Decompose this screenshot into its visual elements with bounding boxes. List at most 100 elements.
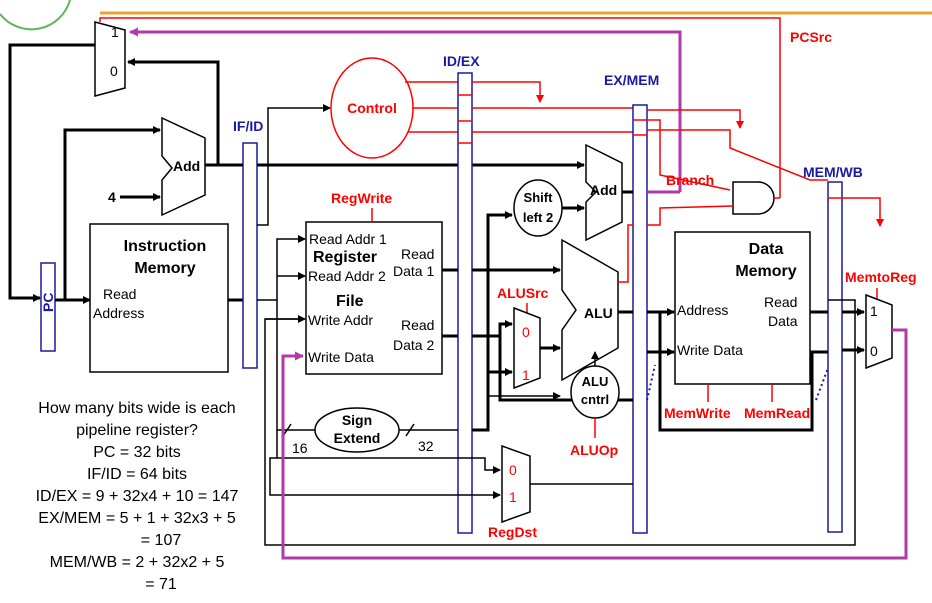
bus-16-label: 16 — [292, 440, 308, 456]
pc-register — [40, 262, 56, 352]
instruction-memory — [89, 223, 229, 373]
if-id-register — [242, 142, 258, 369]
imem-read-label: Read — [103, 286, 136, 302]
aluop-label: ALUOp — [570, 442, 618, 458]
question-line-1: How many bits wide is each — [38, 400, 236, 417]
sign-extend-label-1: Sign — [342, 412, 372, 428]
regwrite-label: RegWrite — [331, 190, 392, 206]
pc-mux-input-1: 1 — [111, 24, 119, 40]
dmem-read-label-1: Read — [764, 294, 797, 310]
pcsrc-label: PCSrc — [790, 29, 832, 45]
memtoreg-label: MemtoReg — [845, 269, 917, 285]
inst-to-control-wire — [257, 104, 331, 226]
register-file — [305, 221, 443, 375]
dmem-read-label-2: Data — [768, 313, 798, 329]
logo-arc-icon — [0, 0, 71, 31]
zero-to-and-line — [647, 205, 734, 226]
regdst-mux — [501, 444, 531, 524]
imem-title-2: Memory — [134, 260, 195, 277]
memtoreg-mux-input-0: 0 — [870, 343, 878, 359]
shift-left-2-unit — [513, 179, 563, 237]
answer-if-id: IF/ID = 64 bits — [86, 466, 188, 483]
rt-to-regdst-wire — [276, 430, 501, 474]
control-label: Control — [347, 100, 397, 116]
pc-mux-input-0: 0 — [110, 63, 118, 79]
exmem-dotted-link — [646, 364, 656, 401]
pc-adder — [161, 116, 206, 217]
answer-mem-wb: MEM/WB = 2 + 32x2 + 5 — [49, 554, 225, 571]
sign-extend-label-2: Extend — [334, 430, 381, 446]
branch-target-feedback — [129, 27, 682, 192]
memwrite-label: MemWrite — [664, 405, 731, 421]
regdst-mux-input-1: 1 — [509, 489, 517, 505]
branch-and-gate — [732, 181, 775, 215]
regdst-mux-input-0: 0 — [509, 462, 517, 478]
regdst-label: RegDst — [488, 524, 537, 540]
read-addr-2-label: Read Addr 2 — [308, 268, 386, 284]
dmem-title-2: Memory — [735, 263, 796, 280]
register-title: Register — [313, 249, 377, 266]
answer-mem-wb-total: = 71 — [145, 576, 177, 593]
pc-label: PC — [40, 293, 56, 312]
memtoreg-mux — [865, 293, 893, 370]
bus-32-label: 32 — [418, 438, 434, 454]
alu-label: ALU — [584, 305, 613, 321]
pipeline-width-question: How many bits wide is each pipeline regi… — [6, 398, 268, 596]
read-data-1-label-a: Read — [401, 246, 434, 262]
shift-label-1: Shift — [524, 190, 554, 205]
idex-ex-ctrl-out — [472, 81, 544, 103]
pc-mux — [94, 21, 126, 97]
alusrc-label: ALUSrc — [497, 285, 549, 301]
read-addr-1-label: Read Addr 1 — [309, 231, 387, 247]
dmem-title-1: Data — [749, 241, 784, 258]
rd-to-regdst-wire — [269, 457, 501, 499]
rs-to-regfile-wire — [257, 235, 306, 301]
writeback-path — [281, 328, 908, 560]
id-ex-register — [457, 72, 473, 534]
answer-ex-mem: EX/MEM = 5 + 1 + 32x3 + 5 — [38, 510, 236, 527]
imem-title-1: Instruction — [124, 238, 207, 255]
alusrc-mux — [513, 306, 541, 390]
id-ex-label: ID/EX — [443, 53, 480, 69]
exmem-wb-to-memwb — [647, 129, 828, 181]
ex-mem-label: EX/MEM — [604, 72, 659, 88]
branch-adder-label: Add — [590, 182, 617, 198]
alu-zero-line — [618, 224, 633, 283]
imem-address-label: Address — [93, 305, 144, 321]
pc-adder-label: Add — [173, 158, 200, 174]
if-id-label: IF/ID — [233, 118, 263, 134]
data-memory — [674, 231, 811, 385]
alusrc-mux-input-0: 0 — [522, 324, 530, 340]
alu-control-label-2: cntrl — [581, 392, 609, 407]
memread-label: MemRead — [744, 405, 810, 421]
alu — [561, 238, 619, 382]
pcsrc-line — [99, 17, 781, 198]
read-data-1-label-b: Data 1 — [393, 263, 434, 279]
pc-to-adder-wire — [55, 126, 161, 302]
mem-wb-label: MEM/WB — [803, 164, 863, 180]
imm-to-shift-wire — [472, 211, 513, 432]
write-addr-label: Write Addr — [308, 312, 373, 328]
answer-id-ex: ID/EX = 9 + 32x4 + 10 = 147 — [35, 488, 239, 505]
file-title: File — [336, 293, 364, 310]
exmem-m-ctrl-out — [647, 109, 744, 129]
read-data-2-label-b: Data 2 — [393, 337, 434, 353]
shift-label-2: left 2 — [523, 210, 553, 225]
branch-ctrl-line — [647, 119, 731, 191]
memwb-dotted-link — [815, 367, 829, 401]
branch-adder — [585, 143, 623, 242]
read-data-2-label-a: Read — [401, 317, 434, 333]
write-data-label: Write Data — [308, 349, 374, 365]
constant-four: 4 — [108, 189, 116, 205]
alu-control-label-1: ALU — [582, 374, 609, 389]
bus-32-tick — [405, 423, 415, 437]
ex-mem-register — [632, 104, 648, 534]
mux-to-pc-wire — [8, 43, 95, 302]
memtoreg-mux-input-1: 1 — [870, 303, 878, 319]
dmem-write-data-label: Write Data — [677, 342, 743, 358]
mem-wb-register — [827, 181, 843, 533]
dmem-address-label: Address — [677, 302, 728, 318]
answer-ex-mem-total: = 107 — [140, 532, 182, 549]
alusrc-mux-input-1: 1 — [522, 367, 530, 383]
